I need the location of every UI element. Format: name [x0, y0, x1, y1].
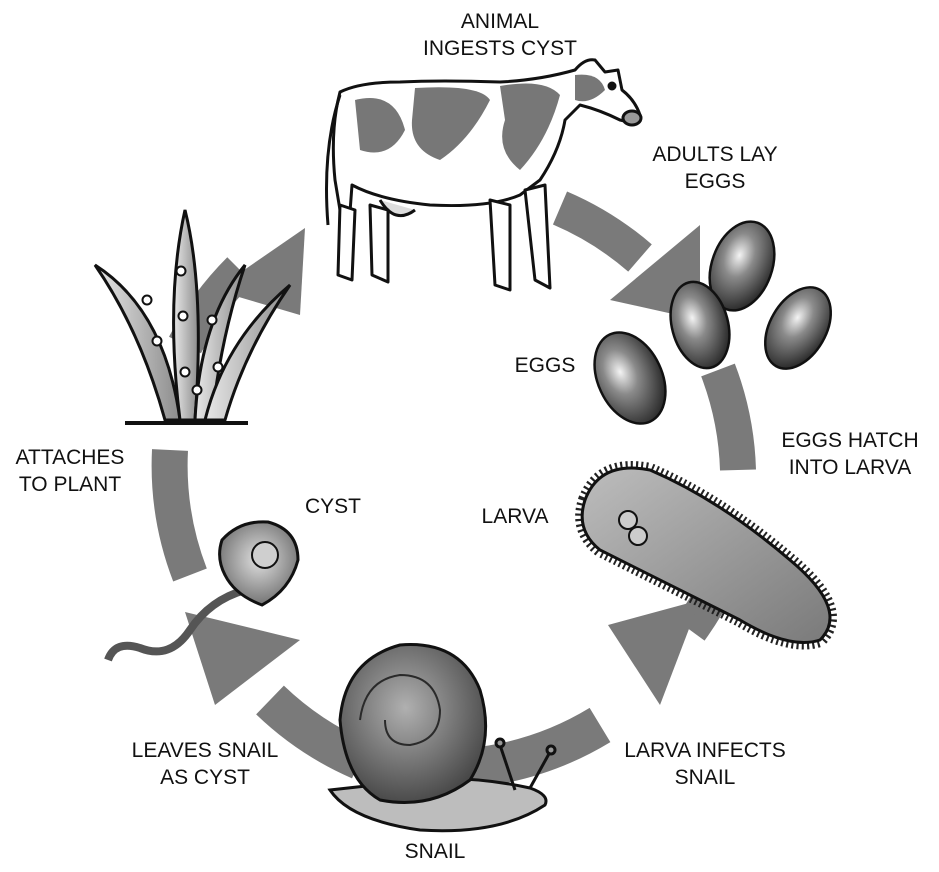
plant-cyst-dot — [208, 316, 217, 325]
label-line: ANIMAL — [410, 8, 590, 35]
label-larva: LARVA — [470, 503, 560, 530]
label-eggs: EGGS — [505, 352, 585, 379]
label-larva-infects-snail: LARVA INFECTS SNAIL — [610, 737, 800, 791]
label-line: LARVA INFECTS — [610, 737, 800, 764]
label-line: AS CYST — [110, 764, 300, 791]
arrow-eggs-to-larva — [718, 370, 738, 470]
label-cyst: CYST — [293, 493, 373, 520]
plant-cyst-dot — [143, 296, 152, 305]
cow-nose — [623, 111, 641, 125]
larva-eyespot-2 — [629, 527, 647, 545]
egg-4 — [581, 321, 680, 435]
label-line: CYST — [293, 493, 373, 520]
label-animal-ingests-cyst: ANIMAL INGESTS CYST — [410, 8, 590, 62]
plant-illustration — [95, 210, 290, 423]
label-line: EGGS — [505, 352, 585, 379]
label-line: ADULTS LAY — [640, 141, 790, 168]
cow-leg-1 — [338, 205, 355, 280]
snail-tentacle-tip-2 — [547, 746, 555, 754]
label-snail: SNAIL — [390, 838, 480, 865]
cow-eye — [609, 83, 615, 89]
plant-cyst-dot — [181, 368, 190, 377]
egg-3 — [752, 276, 844, 380]
cow-leg-2 — [370, 205, 388, 282]
label-adults-lay-eggs: ADULTS LAY EGGS — [640, 141, 790, 195]
arrow-cyst-to-plant — [170, 450, 190, 575]
snail-shell — [340, 645, 486, 803]
label-line: INTO LARVA — [770, 454, 930, 481]
larva-eyespot-1 — [619, 511, 637, 529]
plant-cyst-dot — [214, 363, 223, 372]
label-line: ATTACHES — [0, 444, 140, 471]
plant-cyst-dot — [179, 312, 188, 321]
arrow-snail-segment — [470, 725, 600, 768]
plant-cyst-dot — [177, 267, 186, 276]
label-line: LARVA — [470, 503, 560, 530]
label-line: SNAIL — [610, 764, 800, 791]
label-line: EGGS HATCH — [770, 427, 930, 454]
snail-illustration — [330, 645, 555, 831]
cow-leg-3 — [490, 200, 510, 290]
label-leaves-snail-as-cyst: LEAVES SNAIL AS CYST — [110, 737, 300, 791]
snail-tentacle-tip-1 — [496, 739, 504, 747]
leaf-1 — [95, 265, 180, 420]
cow-leg-4 — [525, 185, 550, 288]
label-line: LEAVES SNAIL — [110, 737, 300, 764]
label-line: INGESTS CYST — [410, 35, 590, 62]
label-line: EGGS — [640, 168, 790, 195]
plant-cyst-dot — [193, 386, 202, 395]
label-eggs-hatch-into-larva: EGGS HATCH INTO LARVA — [770, 427, 930, 481]
label-line: TO PLANT — [0, 471, 140, 498]
plant-cyst-dot — [153, 337, 162, 346]
label-line: SNAIL — [390, 838, 480, 865]
label-attaches-to-plant: ATTACHES TO PLANT — [0, 444, 140, 498]
cow-illustration — [327, 60, 642, 290]
cyst-inner — [252, 542, 278, 568]
